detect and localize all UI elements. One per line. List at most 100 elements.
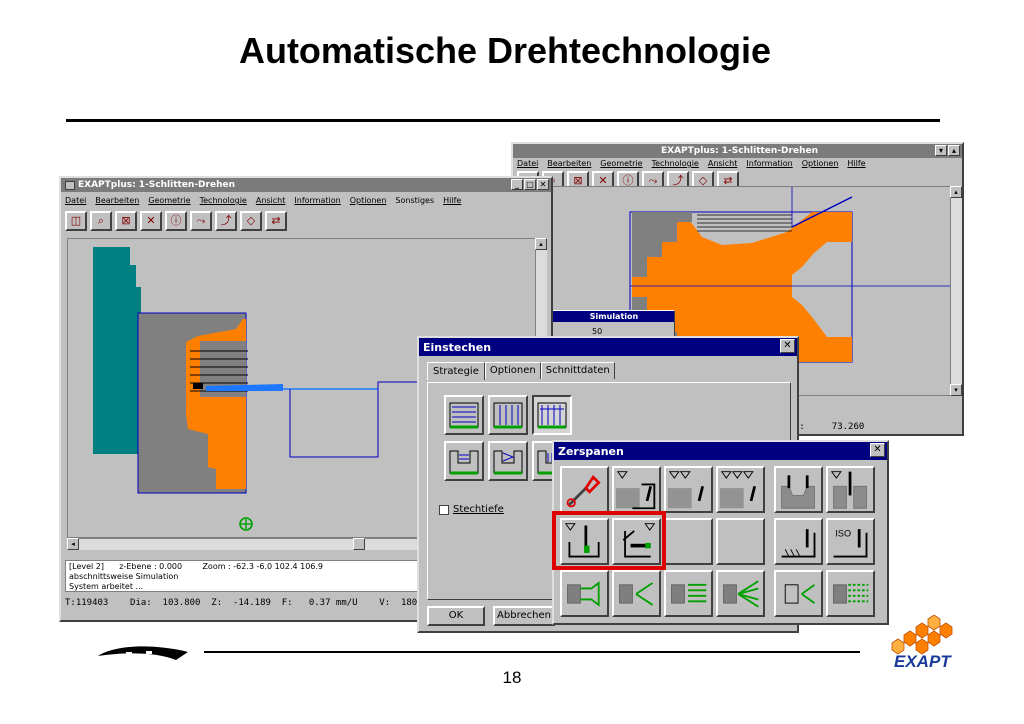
status-line-1: [Level 2] z-Ebene : 0.000 Zoom : -62.3 -…: [69, 562, 541, 572]
drill-4-icon[interactable]: [716, 570, 765, 617]
strategy-hatch-combined-icon[interactable]: [532, 395, 572, 435]
menu-geometrie[interactable]: Geometrie: [600, 159, 643, 168]
scroll-up-icon[interactable]: ▴: [950, 186, 962, 198]
drill-2-icon[interactable]: [612, 570, 661, 617]
menu-hilfe[interactable]: Hilfe: [443, 196, 462, 205]
info-icon[interactable]: ⓘ: [165, 211, 187, 231]
einstechen-titlebar[interactable]: Einstechen ✕: [419, 338, 797, 356]
empty-slot-1[interactable]: [664, 518, 713, 565]
footer-divider: [204, 651, 860, 653]
window-front-toolbar: ◫ ⌕ ⊠ ✕ ⓘ ⤳ ⤴ ◇ ⇄: [61, 209, 551, 233]
menu-datei[interactable]: Datei: [65, 196, 87, 205]
delete-icon[interactable]: ✕: [140, 211, 162, 231]
window-back-titlebar[interactable]: EXAPTplus: 1-Schlitten-Drehen ▾ ▴: [513, 144, 962, 158]
menu-information[interactable]: Information: [746, 159, 793, 168]
measure-icon[interactable]: ◫: [65, 211, 87, 231]
exapt-logo: EXAPT: [888, 614, 972, 676]
groove-cup-icon[interactable]: [774, 466, 823, 513]
menu-datei[interactable]: Datei: [517, 159, 539, 168]
window-back-menubar: Datei Bearbeiten Geometrie Technologie A…: [513, 158, 962, 169]
strategy-groove-2-icon[interactable]: [488, 441, 528, 481]
menu-ansicht[interactable]: Ansicht: [707, 159, 738, 168]
scroll-left-icon[interactable]: ◂: [67, 538, 79, 550]
thread-outer-icon[interactable]: [774, 518, 823, 565]
stechtiefe-label: Stechtiefe: [453, 504, 504, 515]
zoom-area-icon[interactable]: ⊠: [115, 211, 137, 231]
title-divider: [66, 119, 940, 122]
menu-technologie[interactable]: Technologie: [651, 159, 699, 168]
redo-icon[interactable]: ⇄: [265, 211, 287, 231]
ok-button[interactable]: OK: [427, 606, 485, 626]
finish-turn-outer-icon[interactable]: [560, 518, 609, 565]
checkbox-box[interactable]: [439, 504, 449, 515]
cut-tool-icon[interactable]: [560, 466, 609, 513]
close-icon[interactable]: ✕: [780, 339, 795, 353]
exapt-arrow-logo: [96, 642, 192, 669]
drill-1-icon[interactable]: [560, 570, 609, 617]
stechtiefe-checkbox[interactable]: Stechtiefe: [439, 504, 504, 515]
status-z-ebene: z-Ebene : 0.000: [119, 562, 183, 571]
zerspanen-title: Zerspanen: [558, 444, 624, 458]
simulation-value: 50: [592, 327, 603, 336]
einstechen-panel: [427, 382, 791, 600]
front-readout: T:119403 Dia: 103.800 Z: -14.189 F: 0.37…: [65, 598, 418, 608]
menu-information[interactable]: Information: [294, 196, 341, 205]
page-number: 18: [502, 668, 522, 687]
rough-turn-2-icon[interactable]: [664, 466, 713, 513]
drill-3-icon[interactable]: [664, 570, 713, 617]
cancel-button[interactable]: Abbrechen: [493, 606, 555, 626]
scroll-down-icon[interactable]: ▾: [950, 384, 962, 396]
menu-optionen[interactable]: Optionen: [801, 159, 839, 168]
zerspanen-titlebar[interactable]: Zerspanen ✕: [554, 442, 887, 460]
window-front-title: EXAPTplus: 1-Schlitten-Drehen: [78, 180, 235, 190]
menu-optionen[interactable]: Optionen: [349, 196, 387, 205]
back-vscroll[interactable]: ▴ ▾: [950, 186, 962, 396]
drill-5-icon[interactable]: [774, 570, 823, 617]
back-readout-value: 73.260: [831, 422, 865, 432]
close-icon[interactable]: ✕: [537, 179, 549, 190]
menu-hilfe[interactable]: Hilfe: [847, 159, 866, 168]
scroll-up-icon[interactable]: ▴: [535, 238, 547, 250]
tool-path-icon[interactable]: ⤳: [190, 211, 212, 231]
iso-label: ISO: [835, 528, 851, 538]
eraser-icon[interactable]: ◇: [240, 211, 262, 231]
dropdown-icon[interactable]: ▾: [935, 145, 947, 156]
rough-turn-1-icon[interactable]: [612, 466, 661, 513]
menu-bearbeiten[interactable]: Bearbeiten: [547, 159, 592, 168]
menu-geometrie[interactable]: Geometrie: [148, 196, 191, 205]
dialog-zerspanen[interactable]: Zerspanen ✕ ISO: [552, 440, 889, 625]
strategy-groove-1-icon[interactable]: [444, 441, 484, 481]
plunge-icon[interactable]: [826, 466, 875, 513]
einstechen-title: Einstechen: [423, 340, 492, 354]
empty-slot-2[interactable]: [716, 518, 765, 565]
iso-cycle-icon[interactable]: ISO: [826, 518, 875, 565]
simulation-titlebar: Simulation: [550, 311, 674, 322]
window-front-titlebar[interactable]: EXAPTplus: 1-Schlitten-Drehen _ □ ✕: [61, 178, 551, 192]
minimize-icon[interactable]: _: [511, 179, 523, 190]
strategy-hatch-vertical-icon[interactable]: [488, 395, 528, 435]
tab-optionen[interactable]: Optionen: [484, 362, 541, 379]
menu-sonstiges[interactable]: Sonstiges: [395, 196, 435, 205]
rough-turn-3-icon[interactable]: [716, 466, 765, 513]
finish-turn-inner-icon[interactable]: [612, 518, 661, 565]
magnifier-icon[interactable]: ⌕: [90, 211, 112, 231]
menu-bearbeiten[interactable]: Bearbeiten: [95, 196, 140, 205]
menu-technologie[interactable]: Technologie: [199, 196, 247, 205]
status-line-3: System arbeitet ...: [69, 582, 144, 591]
hscroll-thumb[interactable]: [353, 538, 365, 550]
app-icon: [65, 180, 75, 190]
einstechen-tabs: Strategie Optionen Schnittdaten: [419, 356, 797, 380]
status-line-2: abschnittsweise Simulation: [69, 572, 179, 581]
close-icon[interactable]: ✕: [870, 443, 885, 457]
dropdown-icon-2[interactable]: ▴: [948, 145, 960, 156]
tab-strategie[interactable]: Strategie: [427, 362, 485, 380]
window-back-title: EXAPTplus: 1-Schlitten-Drehen: [661, 146, 818, 156]
window-front[interactable]: EXAPTplus: 1-Schlitten-Drehen _ □ ✕ Date…: [59, 176, 553, 622]
strategy-hatch-horizontal-icon[interactable]: [444, 395, 484, 435]
tool-path-alt-icon[interactable]: ⤴: [215, 211, 237, 231]
menu-ansicht[interactable]: Ansicht: [255, 196, 286, 205]
drill-6-icon[interactable]: [826, 570, 875, 617]
status-zoom: Zoom : -62.3 -6.0 102.4 106.9: [202, 562, 324, 571]
maximize-icon[interactable]: □: [524, 179, 536, 190]
tab-schnittdaten[interactable]: Schnittdaten: [540, 362, 615, 379]
